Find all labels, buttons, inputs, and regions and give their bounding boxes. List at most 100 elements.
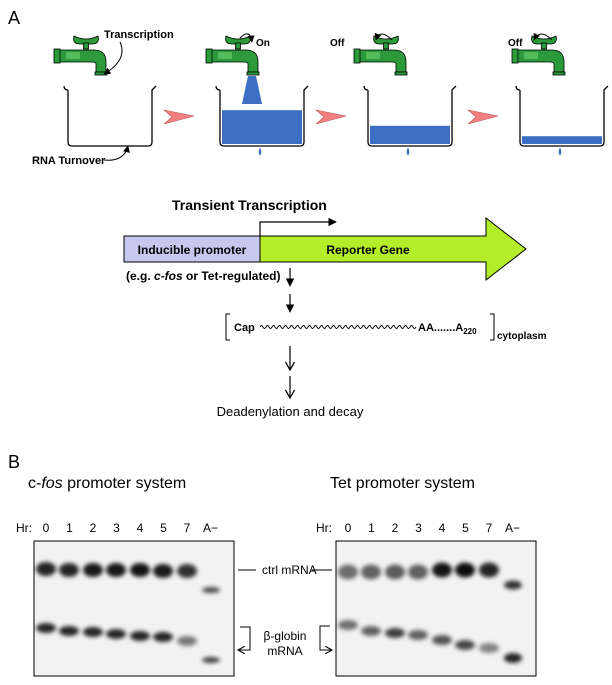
basin-4	[515, 85, 609, 147]
lane-label: 4	[137, 521, 144, 535]
hr-label-right: Hr:	[316, 521, 332, 535]
gel-band	[36, 562, 56, 576]
on-label: On	[256, 38, 270, 49]
lane-label: 0	[43, 521, 50, 535]
reporter-gene-arrow	[259, 216, 527, 282]
lane-label: 4	[439, 521, 446, 535]
gel-band	[455, 562, 475, 578]
basin-water-2	[222, 110, 302, 144]
gel-band	[59, 626, 79, 636]
gel-band	[479, 643, 499, 653]
reporter-label: Reporter Gene	[326, 243, 410, 257]
lane-label: 2	[392, 521, 399, 535]
mrna-bracket-right	[490, 313, 495, 341]
gel-band	[385, 564, 405, 580]
rna-turnover-label: RNA Turnover	[32, 155, 106, 167]
lane-label: A−	[505, 521, 520, 535]
gel-band	[361, 564, 381, 580]
gel-band	[455, 640, 475, 650]
basins	[63, 85, 609, 156]
globin-bracket-right	[319, 625, 334, 655]
transient-transcription-title: Transient Transcription	[172, 197, 327, 213]
decay-label: Deadenylation and decay	[217, 404, 364, 419]
gel-band	[504, 580, 522, 590]
promoter-label: Inducible promoter	[138, 243, 247, 257]
basin-water-3	[370, 125, 450, 144]
gel-band	[106, 629, 126, 639]
gel-right	[335, 540, 537, 677]
cytoplasm-label: cytoplasm	[497, 331, 547, 342]
gel-band	[202, 587, 220, 593]
globin-label-line2: mRNA	[267, 644, 302, 658]
tss-arrow	[259, 217, 337, 236]
lane-label: A−	[203, 521, 218, 535]
cfos-system-title: c-fos promoter system	[28, 475, 186, 492]
globin-bracket-left	[236, 626, 251, 655]
gel-band	[130, 563, 150, 577]
ctrl-mrna-label: ctrl mRNA	[262, 563, 317, 577]
gel-band	[130, 631, 150, 641]
mrna-cap: Cap	[234, 322, 255, 334]
gel-band	[202, 657, 220, 663]
gel-left	[33, 540, 235, 677]
gel-band	[385, 628, 405, 638]
faucet-2	[205, 35, 260, 76]
gel-band	[338, 620, 358, 630]
gel-band	[432, 635, 452, 645]
mrna-wavy-line	[259, 325, 417, 329]
gel-band	[106, 563, 126, 577]
lane-label: 2	[90, 521, 97, 535]
gel-band	[153, 632, 173, 642]
off-rotation-arrow-1	[374, 32, 393, 41]
gel-band	[361, 626, 381, 636]
lane-label: 7	[486, 521, 493, 535]
gel-band	[83, 627, 103, 637]
gel-band	[432, 562, 452, 578]
lane-label: 3	[113, 521, 120, 535]
lane-label: 0	[345, 521, 352, 535]
gel-band	[338, 564, 358, 580]
basin-water-4	[522, 136, 602, 144]
basin-3	[363, 85, 457, 147]
hr-label-left: Hr:	[16, 521, 32, 535]
drip-2	[258, 147, 262, 156]
panel-b-label: B	[8, 452, 20, 472]
tet-system-title: Tet promoter system	[330, 475, 475, 492]
gel-band	[177, 636, 197, 646]
gel-band	[36, 623, 56, 633]
faucet-3	[353, 35, 408, 76]
lane-label: 3	[415, 521, 422, 535]
lane-labels-right: 0 1 2 3 4 5 7 A−	[345, 521, 520, 535]
step-arrow-1	[162, 109, 195, 125]
mrna-tail: AA.......A220	[418, 322, 477, 336]
transcription-label: Transcription	[104, 29, 174, 41]
water-stream	[242, 76, 262, 104]
step-arrow-2	[314, 109, 347, 125]
gel-band	[504, 653, 522, 663]
lane-label: 1	[368, 521, 375, 535]
gel-band	[408, 564, 428, 580]
drip-4	[558, 147, 562, 156]
step-arrow-3	[466, 109, 499, 125]
mrna-bracket-left	[225, 313, 230, 341]
gel-band	[59, 563, 79, 577]
transcription-arrow	[103, 41, 123, 75]
lane-label: 7	[184, 521, 191, 535]
off-label-1: Off	[330, 38, 345, 49]
gel-band	[177, 564, 197, 578]
off-rotation-arrow-2	[533, 32, 553, 41]
gel-bands	[36, 562, 522, 663]
example-label: (e.g. c-fos or Tet-regulated)	[126, 269, 280, 283]
globin-label-line1: β-globin	[264, 629, 307, 643]
lane-label: 5	[160, 521, 167, 535]
faucet-1	[53, 35, 108, 76]
basin-1	[63, 85, 157, 147]
gel-band	[479, 562, 499, 578]
gel-band	[83, 563, 103, 577]
on-rotation-arrow	[239, 33, 255, 43]
lane-label: 5	[462, 521, 469, 535]
off-label-2: Off	[508, 38, 523, 49]
panel-a-label: A	[8, 8, 20, 28]
